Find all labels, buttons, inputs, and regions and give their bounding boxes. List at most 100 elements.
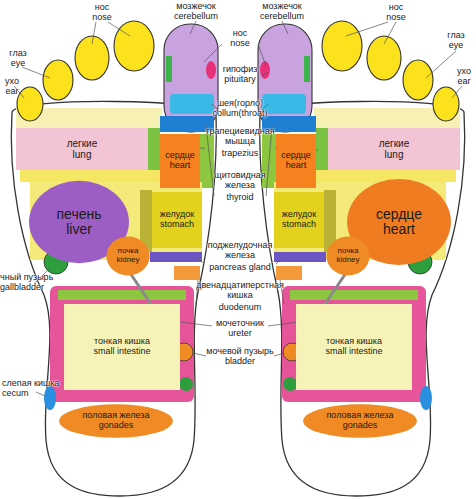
- organ-zone: сердцеheart: [160, 134, 200, 188]
- leader-line: [452, 86, 462, 98]
- callout-label: trapezius: [201, 148, 279, 158]
- leader-line: [92, 22, 96, 44]
- zone-label: легкие: [67, 138, 98, 149]
- callout-label: eye: [438, 40, 474, 50]
- callout-label: поджелудочная железа: [203, 240, 277, 260]
- leader-line: [190, 21, 196, 34]
- callout-label: нос: [210, 28, 270, 38]
- leader-line: [346, 22, 388, 36]
- leader-line: [262, 72, 268, 76]
- callout-label: ухо: [0, 76, 24, 86]
- leader-line: [266, 126, 272, 196]
- zone-label: почка: [338, 247, 359, 256]
- callout-label: pancreas gland: [203, 262, 277, 272]
- leader-line: [193, 353, 206, 356]
- zone-label: половая железа: [326, 411, 393, 421]
- organ-zone: тонкая кишкаsmall intestine: [64, 304, 180, 390]
- callout-label: ear: [452, 76, 476, 86]
- callout-label: мочевой пузырь: [195, 346, 285, 356]
- callout-label: чный пузырь: [0, 272, 70, 282]
- callout-label: cecum: [2, 388, 72, 398]
- callout-label: мозжечок: [161, 1, 231, 11]
- callout-label: eye: [0, 58, 36, 68]
- zone-label: половая железа: [82, 411, 149, 421]
- leader-line: [22, 67, 50, 78]
- zone-label: kidney: [116, 256, 139, 265]
- organ-zone: легкиеlung: [328, 128, 460, 170]
- callout-label: щитовидная железа: [209, 170, 271, 190]
- zone-fill: [106, 236, 149, 275]
- zone-label: сердце: [376, 207, 422, 222]
- callout-label: ear: [0, 86, 24, 96]
- leader-line: [108, 22, 130, 36]
- zone-label: gonades: [99, 421, 134, 431]
- callout-label: collum(throat): [200, 108, 280, 118]
- zone-label: gonades: [343, 421, 378, 431]
- organ-zone: почкаkidney: [326, 236, 370, 276]
- callout-label: nose: [82, 12, 122, 22]
- callout-label: pituitary: [205, 74, 275, 84]
- organ-zone: тонкая кишкаsmall intestine: [296, 304, 412, 390]
- leader-line: [276, 258, 282, 264]
- zone-label: тонкая кишка: [94, 337, 150, 347]
- zone-fill: [303, 404, 417, 437]
- callout-label: глаз: [0, 48, 36, 58]
- callout-label: трапециевидная мышца: [201, 126, 279, 146]
- callout-label: nose: [210, 38, 270, 48]
- callout-label: gallbladder: [0, 282, 70, 292]
- organ-zone: половая железаgonades: [58, 404, 174, 438]
- leader-line: [198, 258, 204, 264]
- callout-label: слепая кишка: [2, 378, 72, 388]
- organ-zone: почкаkidney: [106, 236, 150, 276]
- zone-label: желудок: [282, 210, 316, 220]
- zone-label: тонкая кишка: [326, 337, 382, 347]
- leader-line: [258, 44, 266, 66]
- zone-label: печень: [56, 207, 101, 222]
- zone-label: heart: [286, 161, 307, 171]
- callout-label: нос: [376, 2, 416, 12]
- zone-label: stomach: [282, 220, 316, 230]
- callout-label: nose: [376, 12, 416, 22]
- callout-label: cerebellum: [247, 11, 317, 21]
- zone-label: сердце: [281, 151, 311, 161]
- leader-line: [282, 21, 288, 34]
- callout-label: гипофиз: [205, 64, 275, 74]
- callout-label: ureter: [205, 328, 275, 338]
- organ-zone: легкиеlung: [16, 128, 148, 170]
- zone-label: сердце: [165, 151, 195, 161]
- callout-label: cerebellum: [161, 11, 231, 21]
- leader-line: [204, 44, 222, 62]
- zone-label: liver: [66, 222, 92, 237]
- organ-zone: сердцеheart: [276, 134, 316, 188]
- leader-line: [206, 126, 214, 196]
- leader-lines: [14, 21, 462, 396]
- callout-label: шея(горло): [200, 98, 280, 108]
- leader-line: [36, 392, 45, 396]
- organ-zone: желудокstomach: [152, 192, 202, 248]
- leader-line: [426, 51, 456, 78]
- left-foot: [11, 21, 218, 496]
- zone-label: small intestine: [93, 347, 150, 357]
- zone-label: heart: [383, 222, 415, 237]
- zone-label: kidney: [336, 256, 359, 265]
- organ-zone: желудокstomach: [274, 192, 324, 248]
- right-foot: [258, 21, 465, 496]
- zone-label: heart: [170, 161, 191, 171]
- zone-label: small intestine: [325, 347, 382, 357]
- callout-label: мозжечок: [247, 1, 317, 11]
- leader-line: [274, 353, 284, 356]
- callout-label: нос: [82, 2, 122, 12]
- callout-label: глаз: [438, 30, 474, 40]
- zone-fill: [326, 236, 369, 275]
- callout-label: двенадцатиперстная кишка: [192, 280, 288, 300]
- callout-label: thyroid: [209, 192, 271, 202]
- zone-label: желудок: [160, 210, 194, 220]
- zone-label: легкие: [379, 138, 410, 149]
- organ-zone: половая железаgonades: [302, 404, 418, 438]
- zone-label: lung: [73, 149, 92, 160]
- leader-line: [384, 22, 396, 44]
- zone-label: почка: [118, 247, 139, 256]
- callout-label: bladder: [195, 356, 285, 366]
- zone-label: lung: [385, 149, 404, 160]
